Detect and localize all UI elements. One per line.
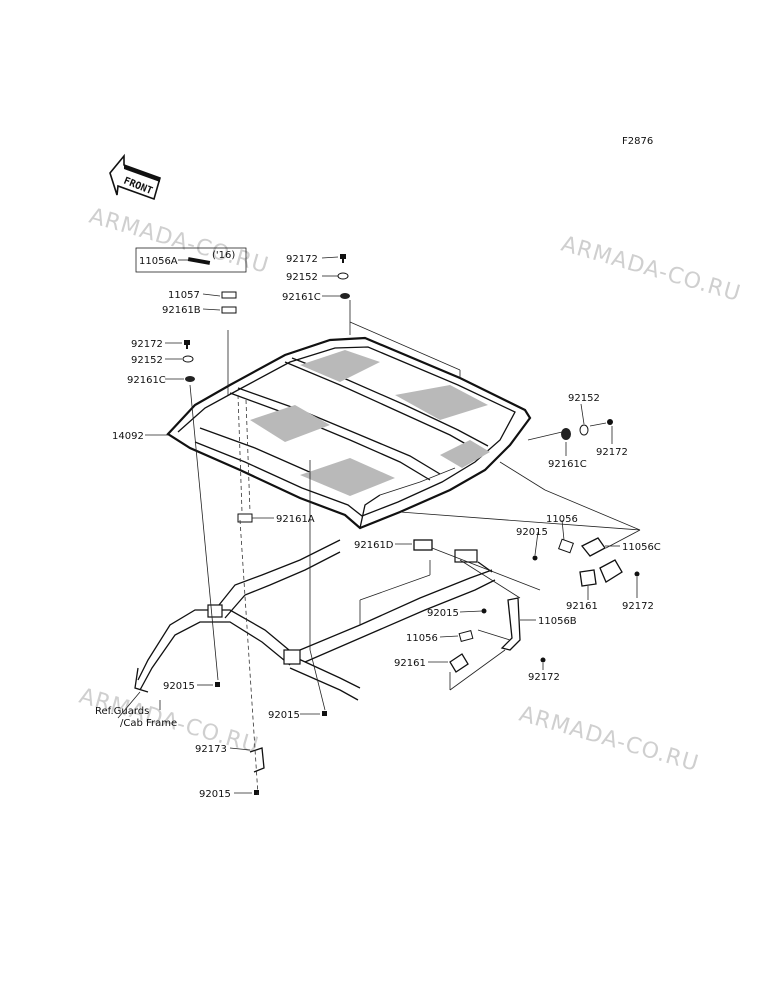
callout-92161-mid: 92161 <box>394 658 426 669</box>
callout-92161-right: 92161 <box>566 601 598 612</box>
bracket-lower-right-icon <box>599 559 623 583</box>
bolt-top-icon <box>340 254 346 263</box>
callout-92015-right: 92015 <box>516 527 548 538</box>
bolt-right-icon <box>607 419 613 425</box>
bolt-92172-mid-icon <box>540 657 546 663</box>
callout-92015-bottom: 92015 <box>199 789 231 800</box>
grommet-right-icon <box>561 428 571 440</box>
callout-92015-left: 92015 <box>163 681 195 692</box>
clamp-92161-mid-icon <box>449 653 469 673</box>
watermark-4: ARMADA-CO.RU <box>516 702 701 777</box>
nut-92015-center-icon <box>322 711 327 716</box>
bolt-left-icon <box>184 340 190 349</box>
nut-92015-mid-icon <box>481 608 487 614</box>
washer-left-icon <box>182 355 194 363</box>
callout-11056C: 11056C <box>622 542 661 553</box>
pad-92161b-icon <box>221 306 237 314</box>
callout-92152-top: 92152 <box>286 272 318 283</box>
callout-92015-mid: 92015 <box>427 608 459 619</box>
cab-frame <box>134 539 496 701</box>
callout-92172-right: 92172 <box>596 447 628 458</box>
bolt-92172-right2-icon <box>634 571 640 577</box>
year-note: ('16) <box>212 250 235 261</box>
leader-lines <box>117 247 641 796</box>
callout-14092: 14092 <box>112 431 144 442</box>
washer-top-icon <box>337 272 349 280</box>
clamp-92161-right-icon <box>579 569 597 587</box>
ref-note-line2: /Cab Frame <box>120 718 177 729</box>
ref-note-line1: Ref.Guards <box>95 706 149 717</box>
callout-92015-center: 92015 <box>268 710 300 721</box>
pin-11056a-icon <box>187 257 211 265</box>
nut-92015-right-icon <box>532 555 538 561</box>
callout-92161D: 92161D <box>354 540 394 551</box>
callout-92161C-left: 92161C <box>127 375 166 386</box>
callout-92172-right2: 92172 <box>622 601 654 612</box>
front-arrow-icon: FRONT <box>109 153 161 201</box>
grommet-left-icon <box>185 376 195 382</box>
callout-92152-right: 92152 <box>568 393 600 404</box>
bracket-11056-right-icon <box>558 538 574 554</box>
callout-92172-left: 92172 <box>131 339 163 350</box>
callout-92172-mid: 92172 <box>528 672 560 683</box>
callout-92172-top: 92172 <box>286 254 318 265</box>
pad-92161d-icon <box>413 539 433 551</box>
callout-92161A: 92161A <box>276 514 315 525</box>
clip-11057-icon <box>221 291 237 299</box>
callout-11056B: 11056B <box>538 616 577 627</box>
callout-92152-left: 92152 <box>131 355 163 366</box>
bracket-11056c-icon <box>580 537 606 557</box>
bracket-11056b-icon <box>500 597 521 651</box>
nut-92015-left-icon <box>215 682 220 687</box>
callout-labels: 11056A ('16) 11057 92161B 92172 92152 92… <box>95 250 661 800</box>
figure-code: F2876 <box>622 136 653 147</box>
washer-right-icon <box>579 424 589 436</box>
clamp-92173-icon <box>249 747 265 773</box>
nut-92015-bottom-icon <box>254 790 259 795</box>
callout-92161B: 92161B <box>162 305 201 316</box>
callout-92161C-top: 92161C <box>282 292 321 303</box>
callout-92161C-right: 92161C <box>548 459 587 470</box>
grommet-top-icon <box>340 293 350 299</box>
watermark-1: ARMADA-CO.RU <box>86 204 271 279</box>
callout-11056-mid: 11056 <box>406 633 438 644</box>
callout-11056-right: 11056 <box>546 514 578 525</box>
watermark-2: ARMADA-CO.RU <box>558 232 743 307</box>
bracket-11056-mid-icon <box>458 629 474 643</box>
roof-panel <box>166 336 532 530</box>
callout-92173: 92173 <box>195 744 227 755</box>
callout-11057: 11057 <box>168 290 200 301</box>
callout-11056A: 11056A <box>139 256 178 267</box>
